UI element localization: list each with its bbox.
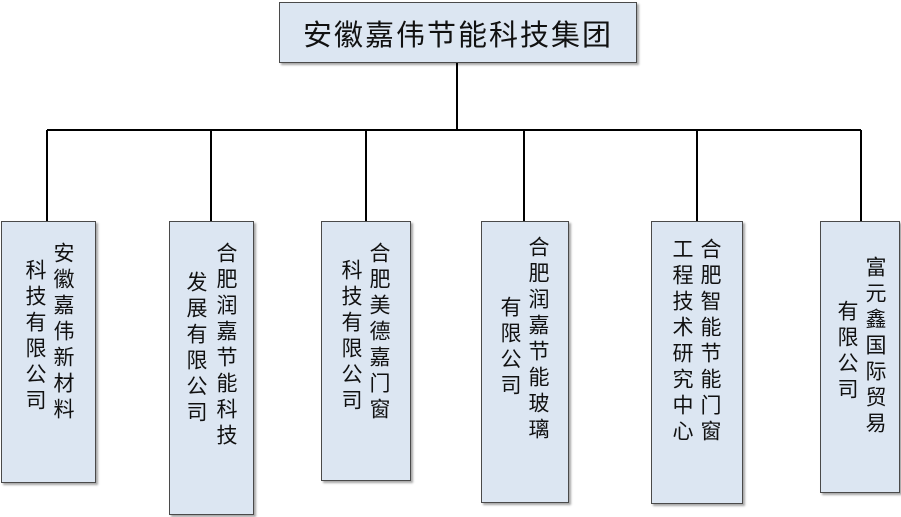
child-node-1-col-1: 安徽嘉伟新材料 — [51, 242, 75, 424]
root-label: 安徽嘉伟节能科技集团 — [302, 17, 613, 52]
child-node-1: 安徽嘉伟新材料 科技有限公司 — [1, 221, 96, 483]
child-node-5: 合肥智能节能门窗 工程技术研究中心 — [651, 221, 743, 504]
child-node-2-col-2: 发展有限公司 — [184, 271, 208, 427]
child-node-2: 合肥润嘉节能科技 发展有限公司 — [169, 221, 254, 515]
child-node-4: 合肥润嘉节能玻璃 有限公司 — [481, 221, 569, 503]
child-node-4-col-2: 有限公司 — [498, 296, 522, 400]
child-node-5-col-1: 合肥智能节能门窗 — [698, 238, 722, 446]
child-node-6-col-2: 有限公司 — [835, 300, 859, 404]
child-node-6-col-1: 富元鑫国际贸易 — [863, 256, 887, 438]
child-node-6: 富元鑫国际贸易 有限公司 — [820, 221, 900, 493]
child-node-5-col-2: 工程技术研究中心 — [670, 238, 694, 446]
child-node-3-col-2: 科技有限公司 — [339, 259, 363, 415]
child-node-3-col-1: 合肥美德嘉门窗 — [367, 242, 391, 424]
child-node-3: 合肥美德嘉门窗 科技有限公司 — [321, 221, 411, 481]
child-node-2-col-1: 合肥润嘉节能科技 — [214, 242, 238, 450]
root-node: 安徽嘉伟节能科技集团 — [279, 2, 637, 63]
child-node-4-col-1: 合肥润嘉节能玻璃 — [526, 236, 550, 444]
child-node-1-col-2: 科技有限公司 — [23, 259, 47, 415]
